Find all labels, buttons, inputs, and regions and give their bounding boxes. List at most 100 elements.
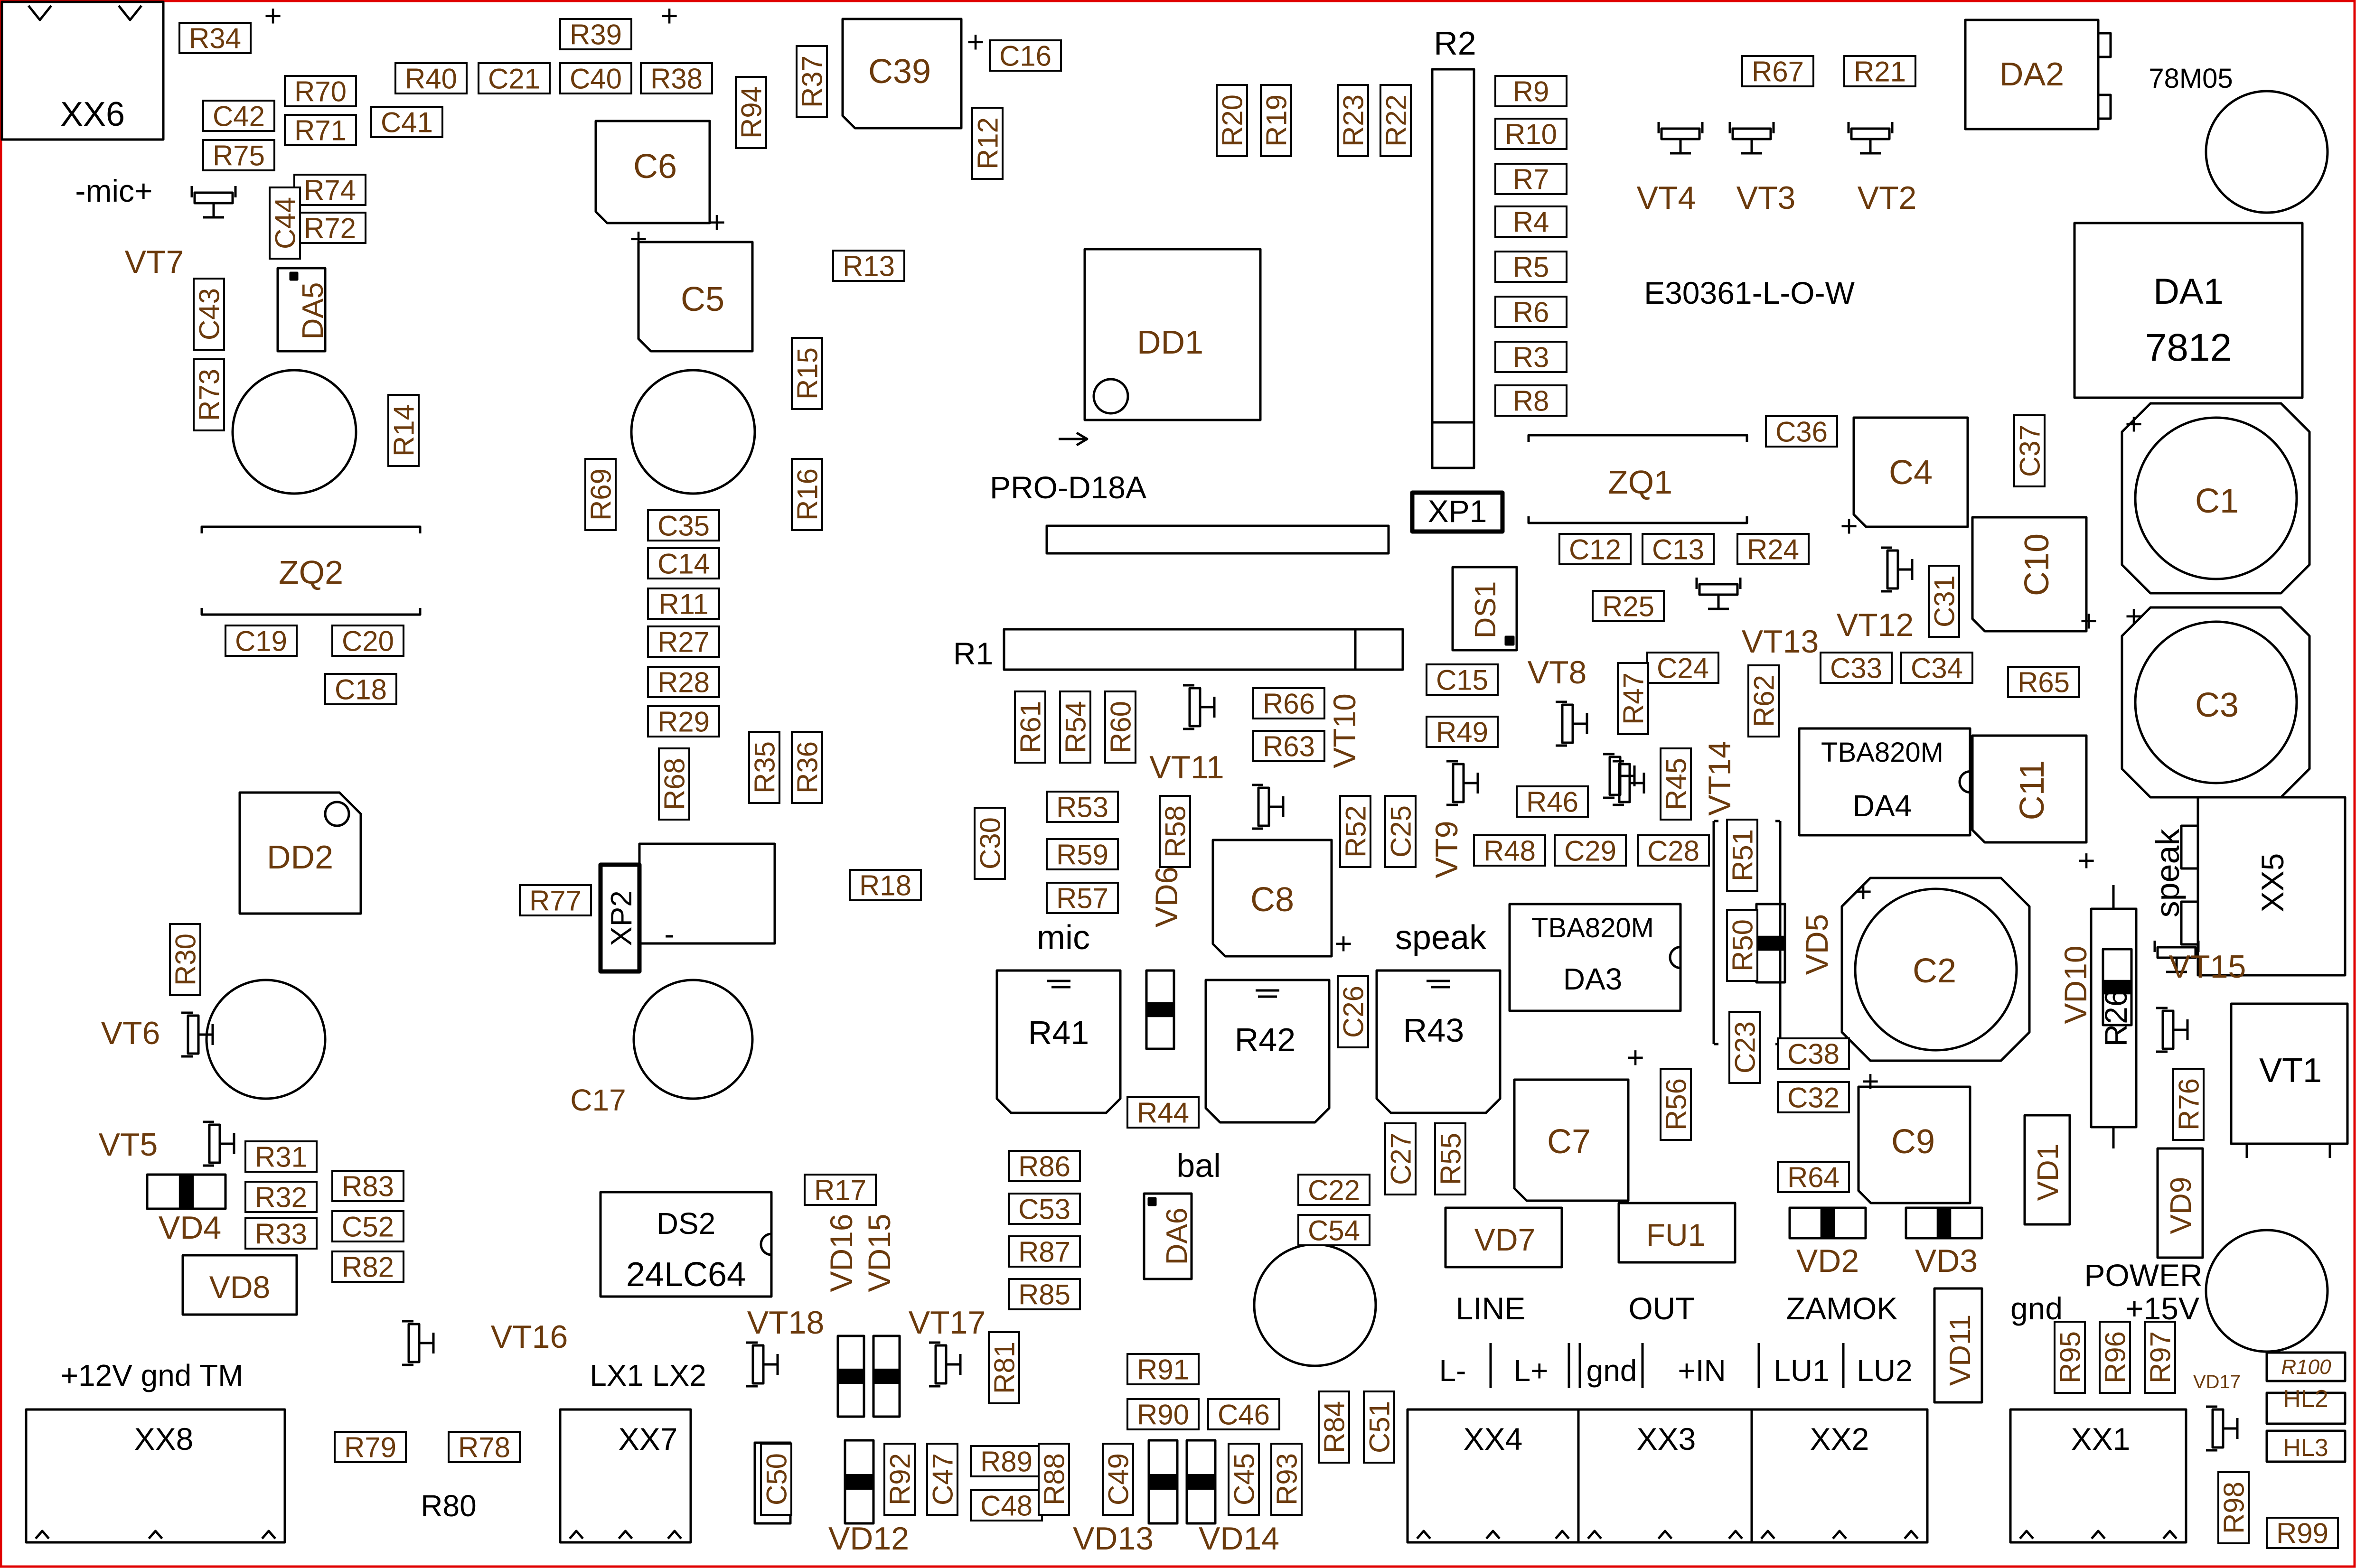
designator-text: R50 [1727, 919, 1759, 971]
designator-vd1: VD1 [2032, 1144, 2065, 1201]
designator-r11: R11 [647, 588, 720, 620]
designator-c54: C54 [1297, 1214, 1370, 1247]
designator-c1: C1 [2195, 482, 2239, 520]
capacitor-body [2205, 90, 2329, 214]
designator-text: C33 [1830, 653, 1882, 684]
label-minus: - [664, 917, 674, 951]
ic-da5 [276, 267, 327, 353]
designator-r54: R54 [1059, 691, 1092, 764]
designator-frame [284, 75, 357, 107]
diode-body [1145, 969, 1175, 1050]
designator-frame [760, 1443, 792, 1516]
designator-text: R65 [2018, 667, 2070, 699]
designator-da4: DA4 [1853, 789, 1912, 823]
designator-c38: C38 [1777, 1037, 1850, 1070]
designator-r16: R16 [791, 458, 824, 531]
designator-text: C28 [1647, 835, 1699, 867]
designator-frame [478, 62, 551, 94]
designator-frame [293, 212, 366, 244]
designator-frame [1008, 1278, 1081, 1310]
designator-text: C46 [1218, 1399, 1270, 1431]
designator-c25: C25 [1384, 795, 1417, 868]
label-plus: + [1840, 509, 1858, 543]
label-zamok: ZAMOK [1786, 1291, 1898, 1326]
designator-frame [1270, 1443, 1303, 1516]
connector-key [2180, 824, 2199, 870]
designator-vt9: VT9 [1429, 821, 1464, 878]
designator-frame [1558, 533, 1632, 565]
designator-text: C43 [194, 288, 225, 340]
designator-frame [1207, 1398, 1280, 1430]
diode-vd1 [2023, 1114, 2071, 1226]
designator-r89: R89 [970, 1445, 1043, 1478]
designator-text: R20 [1217, 94, 1248, 147]
ic-dd2 [238, 791, 362, 915]
designator-text: R10 [1505, 119, 1557, 150]
label-line: LINE [1456, 1291, 1526, 1326]
designator-r58: R58 [1159, 795, 1192, 868]
connector-key [2180, 900, 2199, 946]
designator-vd17: VD17 [2193, 1372, 2241, 1392]
pin1-marker [289, 271, 299, 281]
led-hl3 [2265, 1429, 2347, 1463]
designator-r71: R71 [284, 114, 357, 147]
connector-xx5 [2196, 796, 2347, 977]
designator-frame [1494, 384, 1568, 417]
designator-r52: R52 [1339, 795, 1372, 868]
designator-vd12: VD12 [828, 1521, 909, 1557]
designator-text: R71 [294, 115, 347, 147]
designator-r63: R63 [1252, 730, 1325, 763]
terminal-screw [1555, 1530, 1570, 1540]
designator-frame [1337, 975, 1369, 1048]
label-mic-minus-plus: -mic+ [75, 173, 152, 208]
designator-text: R7 [1513, 164, 1549, 196]
designator-vt6: VT6 [101, 1015, 160, 1051]
designator-c5: C5 [681, 280, 724, 318]
trimmer-body [1204, 979, 1331, 1124]
designator-frame [1777, 1161, 1850, 1193]
fuse-fu1 [1617, 1202, 1736, 1264]
label-bal: bal [1176, 1147, 1220, 1184]
designator-c49: C49 [1102, 1443, 1135, 1516]
designator-text: R94 [736, 86, 768, 139]
designator-text: R64 [1787, 1162, 1840, 1194]
label-p12v-gnd-tm: +12V gnd TM [61, 1358, 244, 1392]
designator-vt17: VT17 [909, 1305, 986, 1341]
designator-text: C49 [1103, 1453, 1135, 1505]
designator-frame [1046, 791, 1119, 823]
designator-c46: C46 [1207, 1398, 1280, 1431]
electrolytic-body [841, 18, 963, 130]
designator-text: R24 [1747, 534, 1799, 566]
designator-c36: C36 [1765, 415, 1838, 448]
designator-r10: R10 [1494, 118, 1568, 150]
designator-c43: C43 [193, 278, 225, 351]
led-hl2 [2265, 1391, 2347, 1425]
label-plus: + [1861, 1064, 1879, 1098]
designator-frame [1592, 590, 1665, 622]
designator-r56: R56 [1660, 1068, 1692, 1141]
part-value-da3: TBA820M [1531, 913, 1654, 943]
designator-text: C30 [975, 817, 1006, 869]
designator-r94: R94 [735, 76, 768, 149]
terminal-screw [2091, 1530, 2106, 1540]
designator-text: C32 [1787, 1082, 1840, 1114]
designator-r43: R43 [1403, 1012, 1464, 1049]
designator-c51: C51 [1363, 1391, 1396, 1464]
designator-text: C54 [1308, 1215, 1360, 1247]
designator-c20: C20 [331, 625, 404, 657]
designator-frame [244, 1217, 318, 1250]
electrolytic-body [594, 120, 711, 224]
designator-frame [1059, 691, 1091, 764]
designator-text: R46 [1526, 786, 1578, 818]
diode-body [1788, 1206, 1867, 1240]
designator-frame [647, 547, 720, 579]
designator-dd2: DD2 [267, 839, 333, 876]
designator-text: R4 [1513, 206, 1549, 238]
designator-r100: R100 [2281, 1355, 2331, 1379]
designator-r60: R60 [1104, 691, 1137, 764]
designator-r9: R9 [1494, 75, 1568, 108]
designator-frame [1434, 1122, 1466, 1195]
designator-frame [324, 673, 397, 705]
designator-frame [519, 884, 592, 916]
